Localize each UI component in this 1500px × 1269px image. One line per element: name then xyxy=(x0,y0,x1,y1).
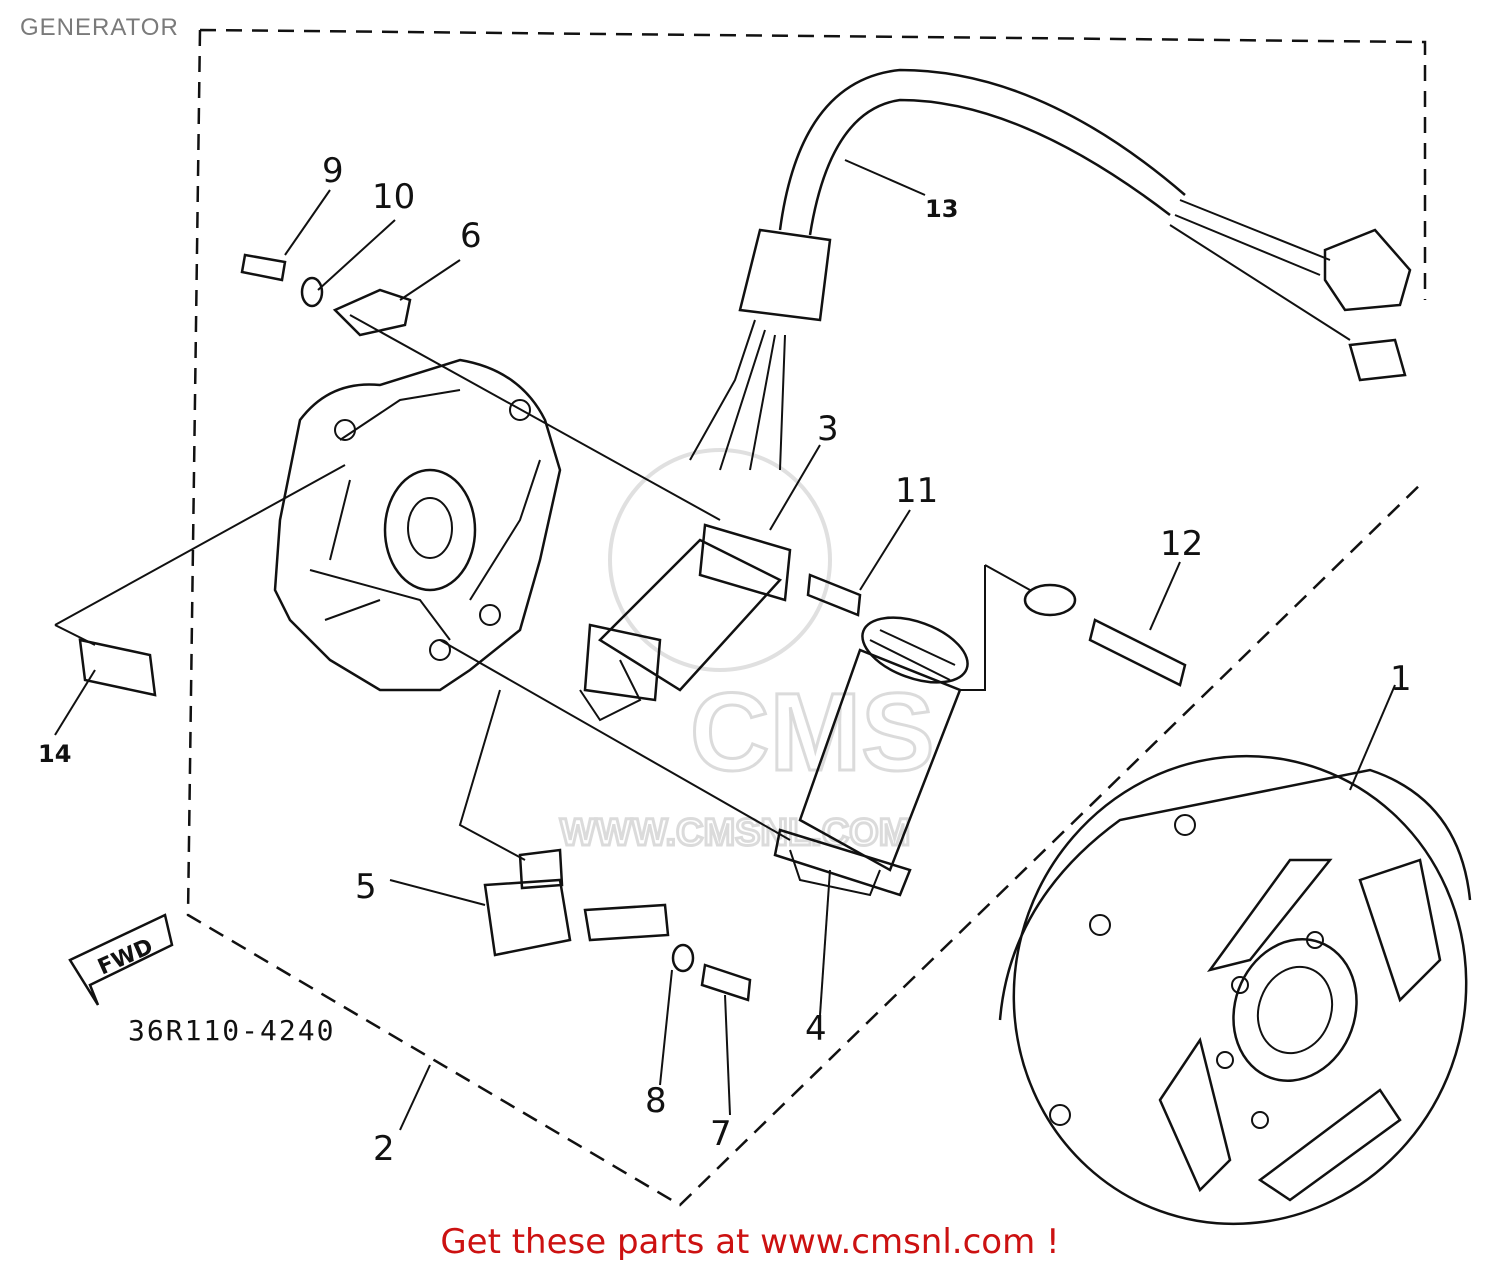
callout-3: 3 xyxy=(817,409,839,449)
footer-promo: Get these parts at www.cmsnl.com ! xyxy=(0,1222,1500,1262)
callout-8: 8 xyxy=(645,1081,667,1121)
callout-10: 10 xyxy=(372,177,415,217)
footer-link[interactable]: Get these parts at www.cmsnl.com ! xyxy=(440,1222,1060,1262)
callout-4: 4 xyxy=(805,1009,827,1049)
callout-2: 2 xyxy=(373,1129,395,1169)
callout-14: 14 xyxy=(38,740,71,768)
watermark-brand: CMS xyxy=(690,671,934,794)
callout-7: 7 xyxy=(710,1114,732,1154)
watermark-url: WWW.CMSNL.COM xyxy=(560,812,910,854)
assembly-boundary xyxy=(186,28,1427,1207)
callout-5: 5 xyxy=(355,867,377,907)
fwd-arrow-icon: FWD xyxy=(68,913,174,1006)
stator-plate xyxy=(273,358,562,692)
fwd-label: FWD xyxy=(94,934,157,980)
wire-harness xyxy=(689,68,1412,471)
page-title: GENERATOR xyxy=(20,14,179,41)
callout-6: 6 xyxy=(460,216,482,256)
flywheel-rotor xyxy=(998,754,1472,1226)
watermark: CMS WWW.CMSNL.COM xyxy=(559,448,936,856)
leader-lines xyxy=(54,159,1396,1131)
hardware xyxy=(78,253,1187,1002)
callout-1: 1 xyxy=(1390,659,1412,699)
callout-12: 12 xyxy=(1160,524,1203,564)
callout-13: 13 xyxy=(925,195,958,223)
source-coil xyxy=(579,523,792,722)
callout-11: 11 xyxy=(895,471,938,511)
callout-9: 9 xyxy=(322,151,344,191)
part-code: 36R110-4240 xyxy=(128,1014,335,1047)
